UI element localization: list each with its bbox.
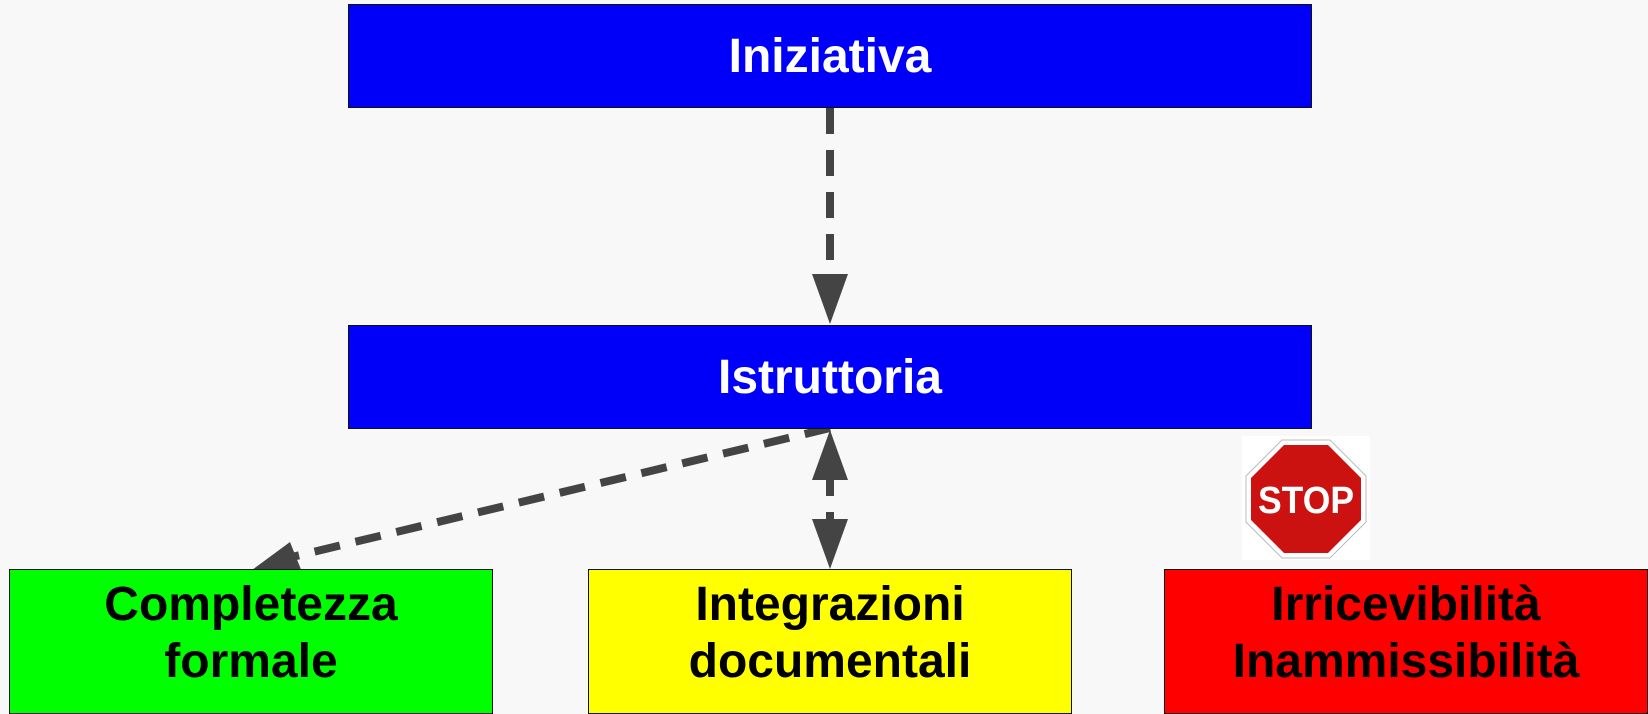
arrowhead-integrazioni — [812, 519, 848, 569]
node-completezza-line1: Completezza — [104, 578, 398, 631]
node-irricevibilita-line2: Inammissibilità — [1232, 635, 1580, 688]
arrowhead-istruttoria-up — [812, 430, 848, 480]
node-irricevibilita: Irricevibilità Inammissibilità — [1164, 569, 1648, 714]
node-completezza-line2: formale — [164, 635, 338, 688]
node-integrazioni-line2: documentali — [688, 635, 972, 688]
arrow-istruttoria-to-completezza — [291, 424, 831, 561]
node-istruttoria-label: Istruttoria — [717, 350, 942, 404]
node-integrazioni-documentali: Integrazioni documentali — [588, 569, 1072, 714]
stop-sign-icon: STOP — [1242, 436, 1370, 560]
arrowhead-istruttoria — [812, 274, 848, 324]
stop-sign-label: STOP — [1258, 480, 1354, 522]
node-completezza-formale: Completezza formale — [9, 569, 493, 714]
node-integrazioni-line1: Integrazioni — [695, 578, 965, 631]
node-istruttoria: Istruttoria — [348, 325, 1312, 429]
arrowhead-completezza — [252, 542, 302, 572]
node-iniziativa-label: Iniziativa — [728, 29, 932, 83]
node-irricevibilita-line1: Irricevibilità — [1271, 578, 1541, 631]
node-iniziativa: Iniziativa — [348, 4, 1312, 108]
